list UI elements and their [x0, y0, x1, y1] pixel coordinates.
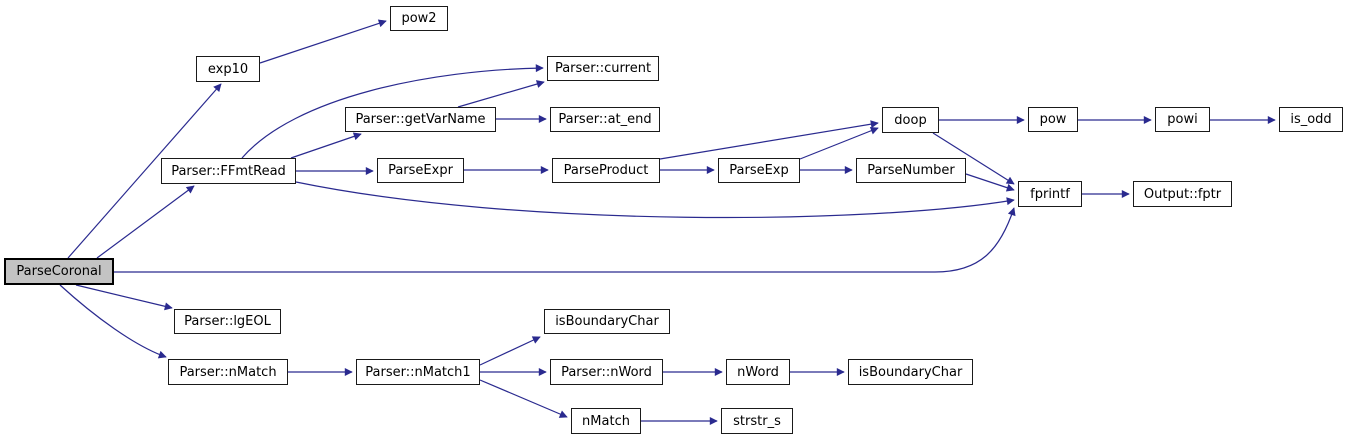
edge-doop-fprintf — [932, 132, 1015, 185]
node-exp10[interactable]: exp10 — [196, 56, 260, 82]
node-get_var_name[interactable]: Parser::getVarName — [345, 107, 496, 132]
node-doop[interactable]: doop — [882, 107, 939, 133]
node-parse_exp[interactable]: ParseExp — [718, 158, 800, 183]
node-n_word[interactable]: nWord — [726, 359, 790, 385]
node-pow2[interactable]: pow2 — [390, 6, 448, 31]
edge-ffmt_read-fprintf — [295, 181, 1015, 219]
node-strstr_s[interactable]: strstr_s — [721, 408, 793, 434]
node-is_boundary_char_1[interactable]: isBoundaryChar — [544, 309, 670, 334]
node-n_match_parser[interactable]: Parser::nMatch — [168, 359, 288, 385]
node-ffmt_read[interactable]: Parser::FFmtRead — [161, 158, 296, 184]
node-fprintf[interactable]: fprintf — [1018, 181, 1082, 207]
node-n_match[interactable]: nMatch — [571, 408, 641, 434]
edge-n_match1-n_match — [479, 379, 568, 418]
edge-exp10-pow2 — [259, 19, 387, 64]
edge-parse_exp-doop — [799, 126, 879, 160]
edge-parse_coronal-lg_eol — [75, 284, 173, 311]
edge-parse_coronal-ffmt_read — [96, 185, 195, 259]
node-is_boundary_char_2[interactable]: isBoundaryChar — [848, 359, 973, 385]
edge-parse_coronal-exp10 — [67, 83, 222, 259]
node-current[interactable]: Parser::current — [547, 56, 659, 81]
node-is_odd[interactable]: is_odd — [1279, 107, 1343, 132]
edge-get_var_name-current — [457, 80, 545, 108]
edge-parse_coronal-n_match_parser — [59, 284, 167, 359]
node-parse_coronal[interactable]: ParseCoronal — [4, 258, 114, 285]
edge-parse_coronal-fprintf — [114, 207, 1016, 273]
node-powi[interactable]: powi — [1155, 107, 1210, 132]
edge-ffmt_read-get_var_name — [290, 132, 362, 159]
edge-n_match1-is_boundary_char_1 — [479, 336, 541, 366]
edge-parse_product-doop — [659, 120, 879, 160]
node-at_end[interactable]: Parser::at_end — [550, 107, 660, 132]
node-parse_number[interactable]: ParseNumber — [856, 158, 966, 183]
node-lg_eol[interactable]: Parser::lgEOL — [174, 309, 281, 334]
node-output_fptr[interactable]: Output::fptr — [1133, 181, 1232, 207]
node-pow[interactable]: pow — [1028, 107, 1078, 132]
node-n_match1[interactable]: Parser::nMatch1 — [356, 359, 480, 385]
node-parse_expr[interactable]: ParseExpr — [377, 158, 464, 183]
edge-ffmt_read-current — [241, 64, 544, 159]
edge-parse_number-fprintf — [965, 173, 1015, 192]
node-n_word_parser[interactable]: Parser::nWord — [550, 359, 663, 385]
node-parse_product[interactable]: ParseProduct — [552, 158, 660, 183]
